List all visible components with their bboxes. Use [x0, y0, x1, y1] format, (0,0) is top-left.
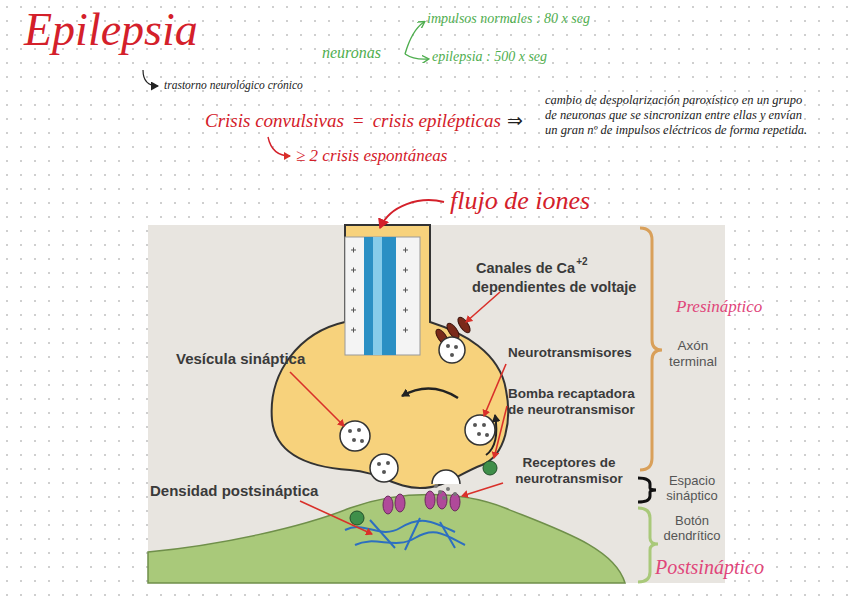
charge-marks: [351, 248, 408, 333]
green-brace: [405, 22, 424, 54]
axon-terminal: [272, 225, 509, 488]
part-label: Bomba recaptadora de neurotransmisor: [508, 386, 646, 417]
presynaptic-brace: [640, 228, 662, 470]
note-heading: crisis epilépticas: [373, 110, 501, 132]
note-text: Postsináptico: [655, 556, 764, 579]
reuptake-pump: [483, 461, 497, 475]
recycle-arrow: [486, 415, 496, 455]
recycle-arrow: [402, 388, 458, 398]
vesicles: [340, 337, 495, 500]
note-text: Presináptico: [676, 297, 762, 317]
ion-channel: [373, 237, 382, 355]
leader-lines: [290, 292, 507, 534]
bracket-label: Axón terminal: [664, 338, 722, 369]
cleft-brace: [638, 478, 656, 502]
note-heading: Crisis convulsivas: [205, 110, 344, 132]
note-symbol: =: [352, 110, 365, 132]
postsynaptic-density: [345, 518, 465, 550]
callout-arrow: [380, 200, 444, 228]
part-label: Vesícula sináptica: [176, 350, 305, 367]
photo-ground: [148, 225, 725, 583]
part-label: dependientes de voltaje: [472, 279, 636, 296]
green-brace: [405, 54, 428, 59]
part-label: Neurotransmisores: [508, 345, 632, 361]
bracket-label: Botón dendrítico: [662, 514, 722, 544]
ion-channel: [364, 237, 396, 355]
note-text: impulsos normales : 80 x seg: [427, 11, 590, 27]
hook-arrow: [268, 137, 290, 156]
ion-channel-inset: [345, 237, 420, 355]
part-label: +2: [576, 256, 587, 268]
part-label: Densidad postsináptica: [150, 482, 318, 499]
receptor-dot: [350, 511, 364, 525]
receptors: [383, 491, 460, 514]
part-label: Canales de Ca: [476, 260, 575, 277]
note-text: ≥ 2 crisis espontáneas: [296, 146, 447, 166]
callout-title: flujo de iones: [450, 186, 590, 216]
note-text: neuronas: [322, 44, 381, 62]
note-text: epilepsia : 500 x seg: [432, 49, 547, 65]
part-label: Receptores de neurotransmisor: [505, 455, 633, 486]
bracket-label: Espacio sináptico: [662, 474, 722, 504]
hook-arrow: [143, 70, 158, 86]
note-paragraph: cambio de despolarización paroxístico en…: [545, 93, 817, 138]
note-symbol: ⇒: [507, 110, 523, 132]
note-text: trastorno neurológico crónico: [164, 79, 303, 92]
dendritic-spine: [148, 495, 625, 584]
page-title: Epilepsia: [24, 4, 198, 57]
